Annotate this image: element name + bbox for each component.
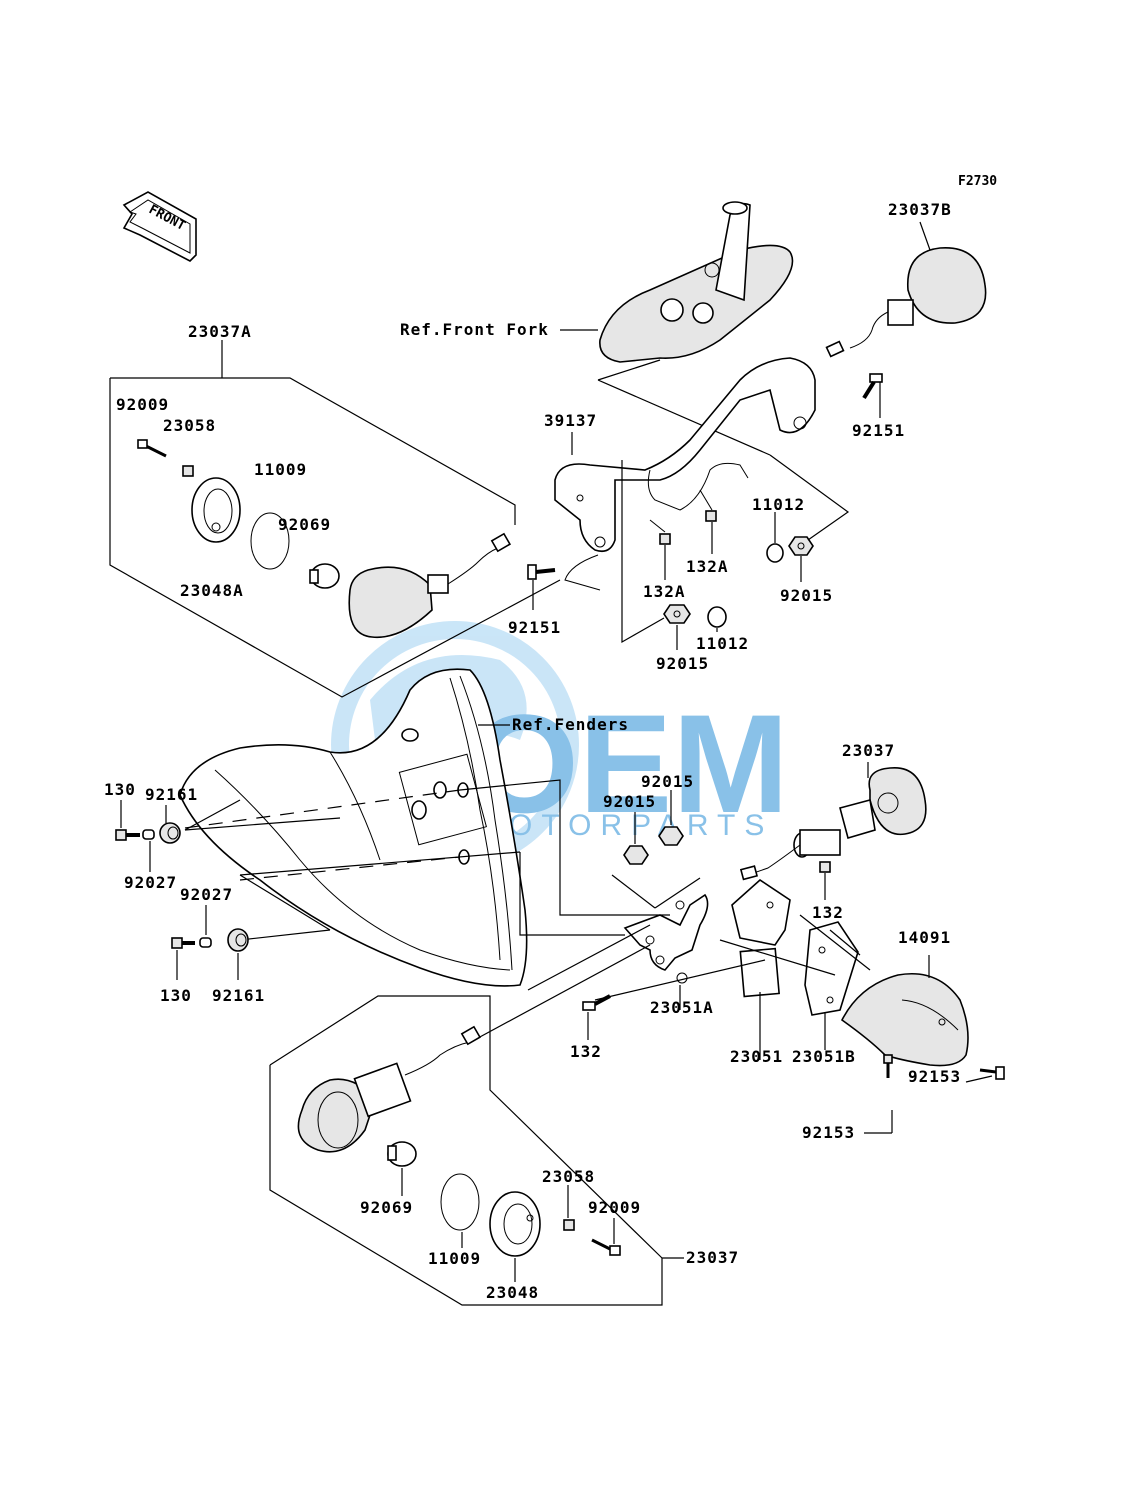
watermark-brand: OEM [470, 685, 789, 842]
label-92009-bottom: 92009 [588, 1198, 641, 1217]
label-92015-a: 92015 [780, 586, 833, 605]
nut-132A-b-icon [705, 510, 717, 522]
turn-signal-23037-bottom-group [269, 924, 684, 1306]
label-92151-right: 92151 [852, 421, 905, 440]
turn-signal-23037B-icon [825, 221, 987, 358]
nut-23058-icon [182, 465, 194, 477]
bulb-92069-bottom-icon [387, 1141, 417, 1167]
label-92069-top: 92069 [278, 515, 331, 534]
label-23051A: 23051A [650, 998, 714, 1017]
lens-cover-23048A-icon [191, 477, 241, 543]
collar-92027-b-icon [199, 937, 212, 948]
label-23037-bottom: 23037 [686, 1248, 739, 1267]
label-92027-b: 92027 [180, 885, 233, 904]
nut-92015-b-icon [788, 536, 814, 556]
label-23058-bottom: 23058 [542, 1167, 595, 1186]
turn-signal-housing-icon [348, 532, 512, 639]
bracket-23051B-icon [804, 921, 859, 1016]
screw-130-a-icon [115, 829, 140, 841]
grommet-92161-b-icon [227, 928, 249, 952]
label-92161-a: 92161 [145, 785, 198, 804]
o-ring-11009-icon [250, 512, 290, 570]
screw-92153-a-icon [979, 1066, 1005, 1080]
turn-signal-23037-right-icon [739, 762, 927, 881]
label-92009-top: 92009 [116, 395, 169, 414]
screw-92151-right-icon [862, 373, 883, 418]
screw-92153-b-icon [883, 1054, 893, 1078]
turn-signal-23037A-group [109, 340, 561, 698]
collar-92027-a-icon [142, 829, 155, 840]
screw-92009-icon [137, 439, 167, 458]
label-92027-a: 92027 [124, 873, 177, 892]
rear-cover-14091-icon [840, 955, 969, 1067]
ref-front-fork: Ref.Front Fork [400, 320, 549, 339]
bracket-23051A-icon [623, 893, 709, 984]
screw-130-b-icon [171, 937, 195, 949]
label-39137: 39137 [544, 411, 597, 430]
o-ring-11009-bottom-icon [440, 1173, 480, 1231]
label-23048A: 23048A [180, 581, 244, 600]
label-23037A: 23037A [188, 322, 252, 341]
label-130-a: 130 [104, 780, 136, 799]
label-92015-d: 92015 [603, 792, 656, 811]
label-11012-a: 11012 [752, 495, 805, 514]
collar-11012-a-icon [707, 606, 727, 628]
label-132-a: 132 [570, 1042, 602, 1061]
screw-92151-left-icon [527, 564, 556, 610]
bottom-signal-housing-icon [297, 1025, 482, 1153]
screw-132-a-icon [582, 994, 611, 1011]
nut-92015-d-icon [658, 826, 684, 846]
label-92151-left: 92151 [508, 618, 561, 637]
watermark-sub: MOTORPARTS [475, 809, 773, 842]
lens-cover-23048-icon [489, 1191, 541, 1257]
label-23037-right: 23037 [842, 741, 895, 760]
bulb-92069-icon [309, 563, 340, 589]
label-23048: 23048 [486, 1283, 539, 1302]
label-23051B: 23051B [792, 1047, 856, 1066]
front-fork-reference [560, 201, 794, 456]
label-23051: 23051 [730, 1047, 783, 1066]
label-92153-b: 92153 [802, 1123, 855, 1142]
label-132A-b: 132A [686, 557, 729, 576]
ref-fenders: Ref.Fenders [512, 715, 629, 734]
front-direction-icon: FRONT [122, 191, 197, 262]
label-132A-a: 132A [643, 582, 686, 601]
nut-92015-c-icon [623, 845, 649, 865]
label-92015-c: 92015 [641, 772, 694, 791]
label-23037B: 23037B [888, 200, 952, 219]
label-130-b: 130 [160, 986, 192, 1005]
nut-132A-a-icon [659, 533, 671, 545]
label-132-b: 132 [812, 903, 844, 922]
label-92015-b: 92015 [656, 654, 709, 673]
label-11009-bottom: 11009 [428, 1249, 481, 1268]
bracket-23051-icon [731, 878, 791, 998]
screw-132-b-icon [819, 861, 831, 873]
label-92069-bottom: 92069 [360, 1198, 413, 1217]
label-14091: 14091 [898, 928, 951, 947]
label-23058-top: 23058 [163, 416, 216, 435]
label-92161-b: 92161 [212, 986, 265, 1005]
label-11009-top: 11009 [254, 460, 307, 479]
nut-92015-a-icon [663, 604, 691, 624]
nut-23058-bottom-icon [563, 1219, 575, 1231]
front-fender-reference [179, 668, 528, 987]
bracket-39137-icon [554, 357, 816, 591]
grommet-92161-a-icon [159, 822, 181, 844]
diagram-code: F2730 [958, 174, 997, 189]
collar-11012-b-icon [766, 543, 784, 563]
label-11012-b: 11012 [696, 634, 749, 653]
label-92153-a: 92153 [908, 1067, 961, 1086]
screw-92009-bottom-icon [591, 1238, 621, 1256]
